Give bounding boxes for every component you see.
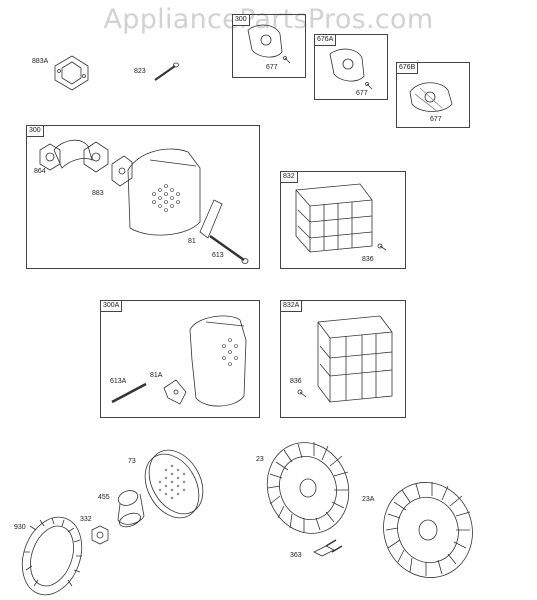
cup-455-drawing xyxy=(117,490,145,528)
label-613a: 613A xyxy=(110,378,127,385)
label-81: 81 xyxy=(188,238,196,245)
label-455: 455 xyxy=(98,494,110,501)
label-23: 23 xyxy=(256,456,264,463)
box-676a: 676A xyxy=(314,34,388,100)
box-676b: 676B xyxy=(396,62,470,128)
label-883a: 883A xyxy=(32,58,49,65)
label-23a: 23A xyxy=(362,496,375,503)
housing-930-drawing xyxy=(21,516,83,596)
label-332: 332 xyxy=(80,516,92,523)
label-836-2: 836 xyxy=(290,378,302,385)
label-864: 864 xyxy=(34,168,46,175)
label-677-2: 677 xyxy=(356,90,368,97)
box-label: 832A xyxy=(281,301,303,312)
box-300: 300 xyxy=(26,125,260,269)
label-836-1: 836 xyxy=(362,256,374,263)
nut-332-drawing xyxy=(91,525,109,545)
label-677-3: 677 xyxy=(430,116,442,123)
box-label: 300 xyxy=(27,126,44,137)
label-81a: 81A xyxy=(150,372,163,379)
box-832: 832 xyxy=(280,171,406,269)
gasket-883a-drawing xyxy=(54,55,89,91)
label-883: 883 xyxy=(92,190,104,197)
flywheel-23a-drawing xyxy=(383,482,473,578)
cover-plate-3-drawing xyxy=(409,82,453,113)
muffler-300a-drawing xyxy=(111,315,247,407)
label-613: 613 xyxy=(212,252,224,259)
muffler-300-drawing xyxy=(39,139,249,264)
label-930: 930 xyxy=(14,524,26,531)
label-823: 823 xyxy=(134,68,146,75)
box-300a: 300A xyxy=(100,300,260,418)
box-label: 832 xyxy=(281,172,298,183)
cover-plate-1-drawing xyxy=(247,24,291,64)
label-363: 363 xyxy=(290,552,302,559)
flywheel-23-drawing xyxy=(266,442,350,534)
screen-73-drawing xyxy=(144,449,204,519)
label-73: 73 xyxy=(128,458,136,465)
screw-823-drawing xyxy=(154,62,179,81)
box-832a: 832A xyxy=(280,300,406,418)
box-label: 300 xyxy=(233,15,250,26)
label-677-1: 677 xyxy=(266,64,278,71)
box-label: 300A xyxy=(101,301,123,312)
box-top-left: 300 xyxy=(232,14,306,78)
guard-832-drawing xyxy=(295,183,387,253)
box-label: 676B xyxy=(397,63,419,74)
watermark: AppliancePartsPros.com xyxy=(103,4,434,35)
guard-832a-drawing xyxy=(297,315,393,403)
box-label: 676A xyxy=(315,35,337,46)
key-363-drawing xyxy=(313,539,343,557)
cover-plate-2-drawing xyxy=(329,48,373,90)
